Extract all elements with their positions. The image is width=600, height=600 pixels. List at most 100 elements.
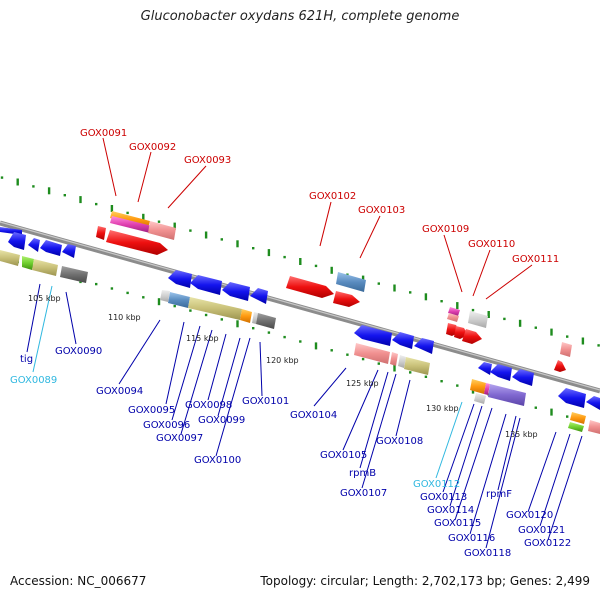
gene-label[interactable]: GOX0098: [185, 400, 232, 411]
gene-arrow-reverse[interactable]: [588, 420, 600, 434]
gene-label[interactable]: GOX0097: [156, 433, 203, 444]
gene-arrow-reverse[interactable]: [470, 379, 486, 394]
ruler-dot: [566, 415, 569, 418]
gene-label[interactable]: GOX0096: [143, 420, 190, 431]
gene-arrow-reverse[interactable]: [390, 352, 398, 366]
gene-arrow-reverse[interactable]: [414, 338, 434, 354]
gene-arrow-forward[interactable]: [336, 272, 366, 292]
gene-arrow-reverse[interactable]: [60, 266, 88, 283]
gene-arrow-forward[interactable]: [286, 276, 334, 298]
gene-label[interactable]: GOX0092: [129, 142, 176, 153]
gene-arrow-reverse[interactable]: [392, 332, 414, 349]
gene-arrow-reverse[interactable]: [190, 275, 222, 295]
gene-arrow-reverse[interactable]: [28, 238, 40, 252]
gene-arrow-reverse[interactable]: [240, 309, 252, 323]
gene-label[interactable]: GOX0113: [420, 492, 467, 503]
gene-arrow-reverse[interactable]: [8, 232, 26, 250]
gene-arrow-reverse[interactable]: [168, 270, 192, 288]
gene-arrow-reverse[interactable]: [570, 412, 586, 424]
gene-label[interactable]: GOX0120: [506, 510, 553, 521]
gene-arrow-forward[interactable]: [468, 311, 488, 328]
ruler-dot: [503, 317, 506, 321]
ruler-dot: [157, 220, 161, 223]
gene-label[interactable]: GOX0114: [427, 505, 474, 516]
gene-arrow-reverse[interactable]: [160, 290, 170, 302]
gene-label[interactable]: GOX0115: [434, 518, 481, 529]
gene-arrow-reverse[interactable]: [22, 256, 34, 270]
ruler-dot: [252, 327, 255, 330]
gene-label[interactable]: GOX0093: [184, 155, 231, 166]
gene-label[interactable]: GOX0104: [290, 410, 337, 421]
gene-label[interactable]: GOX0094: [96, 386, 143, 397]
gene-label[interactable]: GOX0116: [448, 533, 495, 544]
gene-label[interactable]: GOX0110: [468, 239, 515, 250]
gene-arrow-reverse[interactable]: [478, 362, 492, 375]
gene-label[interactable]: GOX0118: [464, 548, 511, 559]
gene-arrow-reverse[interactable]: [222, 282, 250, 301]
gene-arrow-reverse[interactable]: [252, 312, 258, 324]
gene-label[interactable]: GOX0089: [10, 375, 57, 386]
gene-arrow-forward[interactable]: [333, 291, 360, 307]
gene-arrow-reverse[interactable]: [568, 422, 584, 432]
gene-label[interactable]: GOX0095: [128, 405, 175, 416]
gene-label[interactable]: rpmF: [486, 489, 512, 500]
gene-label[interactable]: rpmB: [349, 468, 376, 479]
gene-label[interactable]: GOX0122: [524, 538, 571, 549]
ruler-dot: [314, 264, 318, 268]
gene-arrow-reverse[interactable]: [256, 313, 276, 329]
gene-arrow-reverse[interactable]: [32, 259, 58, 276]
gene-label[interactable]: GOX0105: [320, 450, 367, 461]
gene-label[interactable]: GOX0100: [194, 455, 241, 466]
ruler-dot: [346, 353, 349, 356]
ruler-dot: [409, 371, 412, 374]
gene-arrow-reverse[interactable]: [354, 325, 392, 346]
ruler-dot: [189, 309, 192, 312]
ruler-tick: [236, 320, 239, 328]
gene-arrow-reverse[interactable]: [168, 292, 190, 308]
ruler-label: 105 kbp: [28, 294, 61, 303]
gene-label[interactable]: GOX0090: [55, 346, 102, 357]
forward-gene-labels: GOX0091 GOX0092 GOX0093 GOX0102 GOX0103 …: [80, 128, 559, 265]
gene-arrow-reverse[interactable]: [490, 364, 512, 381]
gene-arrow-forward[interactable]: [148, 221, 176, 240]
ruler-tick: [518, 319, 522, 327]
gene-arrow-forward[interactable]: [106, 230, 168, 255]
gene-arrow-reverse[interactable]: [488, 384, 526, 406]
gene-arrow-forward[interactable]: [560, 342, 572, 357]
gene-arrow-reverse[interactable]: [586, 396, 600, 410]
gene-arrow-reverse[interactable]: [484, 383, 490, 395]
gene-label[interactable]: GOX0102: [309, 191, 356, 202]
gene-label[interactable]: GOX0112: [413, 479, 460, 490]
gene-label[interactable]: GOX0091: [80, 128, 127, 139]
gene-arrow-reverse[interactable]: [512, 369, 534, 386]
gene-arrow-reverse[interactable]: [188, 297, 242, 320]
gene-arrow-reverse[interactable]: [354, 343, 390, 364]
ruler-dot: [95, 282, 98, 286]
gene-arrow-reverse[interactable]: [558, 388, 586, 408]
gene-arrow-reverse[interactable]: [62, 244, 76, 258]
gene-arrow-reverse[interactable]: [404, 357, 430, 375]
gene-arrow-forward[interactable]: [462, 329, 482, 344]
gene-arrow-forward[interactable]: [447, 313, 459, 322]
gene-arrow-reverse[interactable]: [398, 355, 406, 368]
gene-label[interactable]: GOX0108: [376, 436, 423, 447]
gene-arrow-forward[interactable]: [110, 216, 152, 233]
gene-arrow-reverse[interactable]: [0, 250, 20, 266]
gene-arrow-forward[interactable]: [96, 226, 106, 240]
gene-label[interactable]: GOX0111: [512, 254, 559, 265]
ruler-tick: [456, 302, 459, 310]
gene-label[interactable]: GOX0107: [340, 488, 387, 499]
gene-label[interactable]: GOX0109: [422, 224, 469, 235]
gene-label[interactable]: GOX0101: [242, 396, 289, 407]
gene-arrow-reverse[interactable]: [250, 288, 268, 304]
ruler-dot: [299, 340, 302, 343]
gene-arrow-forward[interactable]: [554, 360, 566, 372]
gene-label[interactable]: GOX0099: [198, 415, 245, 426]
ruler-dot: [142, 296, 145, 299]
gene-label[interactable]: GOX0103: [358, 205, 405, 216]
gene-arrow-reverse[interactable]: [40, 240, 62, 256]
gene-arrow-reverse[interactable]: [474, 393, 486, 404]
ruler-dot: [456, 384, 459, 387]
gene-label[interactable]: GOX0121: [518, 525, 565, 536]
gene-label[interactable]: tig: [20, 354, 33, 365]
